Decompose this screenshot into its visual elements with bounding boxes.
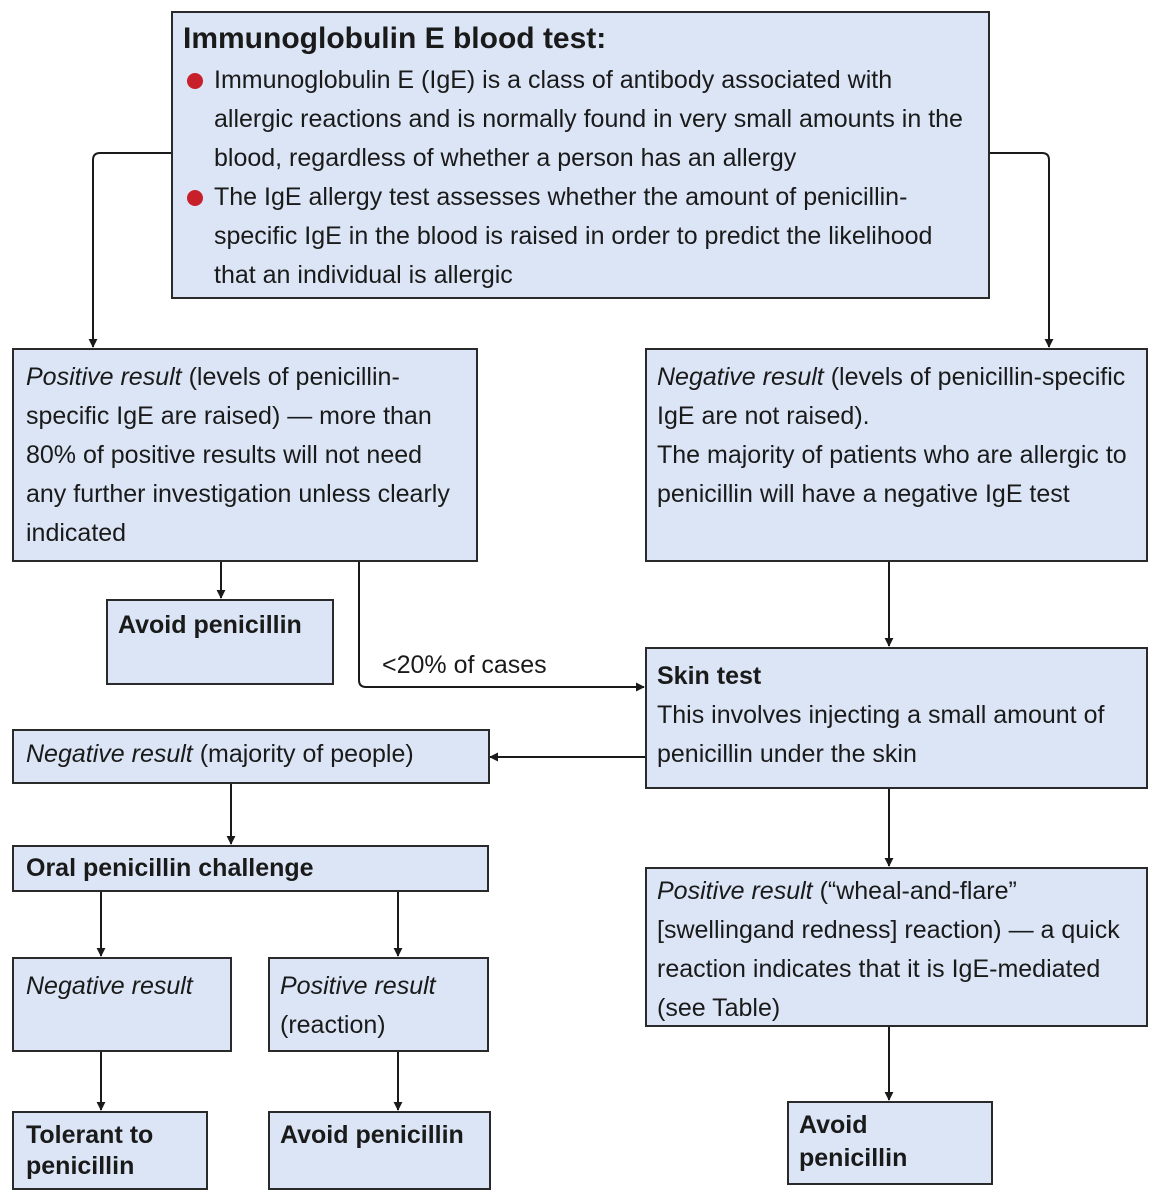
skin-test-box: Skin test This involves injecting a smal…: [645, 647, 1148, 789]
red-bullet-icon: [187, 190, 203, 206]
avoid-penicillin-label: Avoid penicillin: [118, 611, 302, 639]
skin-positive-lead: Positive result: [657, 877, 813, 905]
avoid-penicillin-box-skin: Avoid penicillin: [787, 1101, 993, 1185]
ige-positive-result-box: Positive result (levels of penicillin-sp…: [12, 348, 478, 562]
avoid-penicillin-label: Avoid penicillin: [280, 1121, 464, 1149]
avoid-penicillin-label: Avoid penicillin: [799, 1111, 908, 1172]
ige-negative-lead: Negative result: [657, 363, 824, 391]
ige-bullet-text: The IgE allergy test assesses whether th…: [214, 183, 933, 289]
ige-positive-lead: Positive result: [26, 363, 182, 391]
ige-negative-result-box: Negative result (levels of penicillin-sp…: [645, 348, 1148, 562]
skin-negative-lead: Negative result: [26, 740, 193, 768]
oral-challenge-box: Oral penicillin challenge: [12, 845, 489, 892]
oral-negative-result-box: Negative result: [12, 957, 232, 1052]
ige-bullet: The IgE allergy test assesses whether th…: [183, 178, 978, 295]
skin-test-title: Skin test: [657, 662, 762, 690]
edge-label-lt20: <20% of cases: [382, 651, 547, 679]
oral-negative-lead: Negative result: [26, 972, 193, 1000]
red-bullet-icon: [187, 73, 203, 89]
skin-negative-result-box: Negative result (majority of people): [12, 729, 490, 784]
oral-positive-text: (reaction): [280, 1011, 386, 1039]
arrow-positive-to-skin-test: [358, 562, 645, 692]
skin-positive-result-box: Positive result (“wheal-and-flare” [swel…: [645, 867, 1148, 1027]
ige-blood-test-title: Immunoglobulin E blood test:: [183, 22, 607, 55]
ige-bullet-text: Immunoglobulin E (IgE) is a class of ant…: [214, 66, 963, 172]
ige-blood-test-box: Immunoglobulin E blood test: Immunoglobu…: [171, 11, 990, 299]
avoid-penicillin-box-ige: Avoid penicillin: [106, 599, 334, 685]
ige-positive-text: (levels of penicillin-specific IgE are r…: [26, 363, 450, 547]
ige-bullet: Immunoglobulin E (IgE) is a class of ant…: [183, 61, 978, 178]
tolerant-label: Tolerant to penicillin: [26, 1121, 154, 1180]
oral-positive-lead: Positive result: [280, 972, 436, 1000]
ige-negative-text-2: The majority of patients who are allergi…: [657, 441, 1127, 508]
oral-challenge-title: Oral penicillin challenge: [26, 854, 314, 882]
arrow-ige-to-negative: [990, 152, 1054, 348]
oral-positive-result-box: Positive result (reaction): [268, 957, 489, 1052]
skin-test-text: This involves injecting a small amount o…: [657, 701, 1105, 768]
skin-negative-text: (majority of people): [192, 740, 414, 768]
arrow-ige-to-positive: [88, 152, 171, 348]
skin-positive-text: (“wheal-and-flare” [swellingand redness]…: [657, 877, 1120, 1022]
avoid-penicillin-box-oral: Avoid penicillin: [268, 1111, 491, 1190]
ige-bullet-list: Immunoglobulin E (IgE) is a class of ant…: [183, 61, 978, 295]
ige-negative-text: (levels of penicillin-specific IgE are n…: [657, 363, 1126, 430]
tolerant-box: Tolerant to penicillin: [12, 1111, 208, 1190]
